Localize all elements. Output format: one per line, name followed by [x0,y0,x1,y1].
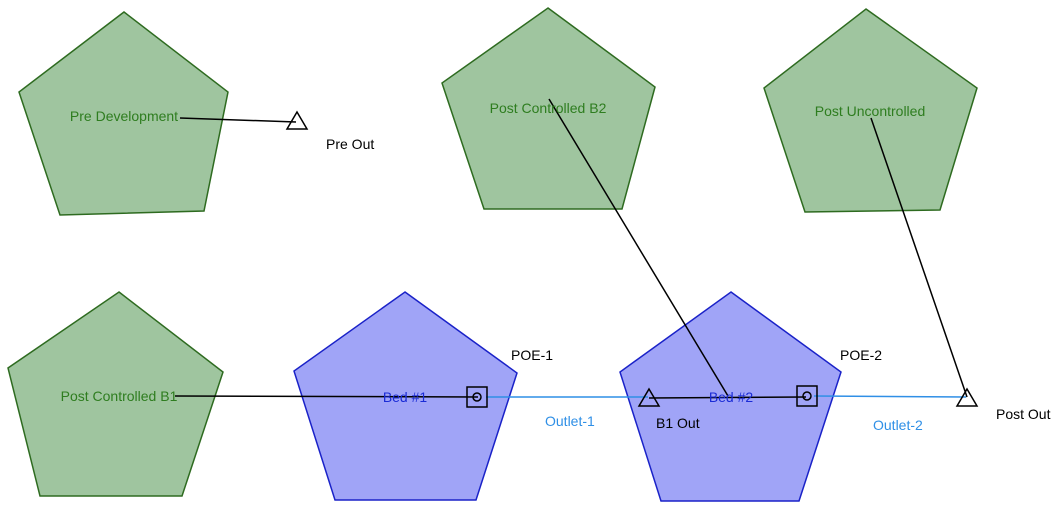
connector-pre-development [179,117,297,123]
junction-pre-out-icon[interactable] [285,110,309,130]
subbasin-label-post-controlled-b2: Post Controlled B2 [490,100,607,116]
pond-bed-1[interactable] [293,291,518,501]
connector-post-controlled-b1 [174,395,479,398]
link-label-outlet-1: Outlet-1 [545,413,595,429]
junction-b1-out-icon[interactable] [637,387,661,407]
connector-b1-out [648,396,807,399]
subbasin-label-post-controlled-b1: Post Controlled B1 [61,388,178,404]
subbasin-label-post-uncontrolled: Post Uncontrolled [815,103,926,119]
junction-label-b1-out: B1 Out [656,415,700,431]
junction-label-post-out: Post Out [996,406,1051,422]
junction-label-pre-out: Pre Out [326,136,374,152]
link-label-outlet-2: Outlet-2 [873,417,923,433]
outlet-poe-2-icon[interactable] [796,385,818,407]
subbasin-pre-development[interactable] [18,11,229,216]
pond-label-bed-2: Bed #2 [709,389,754,405]
junction-post-out-icon[interactable] [955,387,979,407]
link-line-outlet-2[interactable] [813,395,967,398]
outlet-poe-1-icon[interactable] [466,386,488,408]
connector-post-controlled-b2 [548,98,729,397]
subbasin-post-controlled-b2[interactable] [441,7,656,210]
pond-label-bed-1: Bed #1 [383,389,428,405]
subbasin-post-controlled-b1[interactable] [7,291,224,497]
outlet-label-poe-1: POE-1 [511,347,553,363]
subbasin-post-uncontrolled[interactable] [763,8,978,213]
pond-bed-2[interactable] [619,291,842,502]
subbasin-label-pre-development: Pre Development [70,108,178,124]
connector-post-uncontrolled [870,117,968,398]
outlet-label-poe-2: POE-2 [840,347,882,363]
